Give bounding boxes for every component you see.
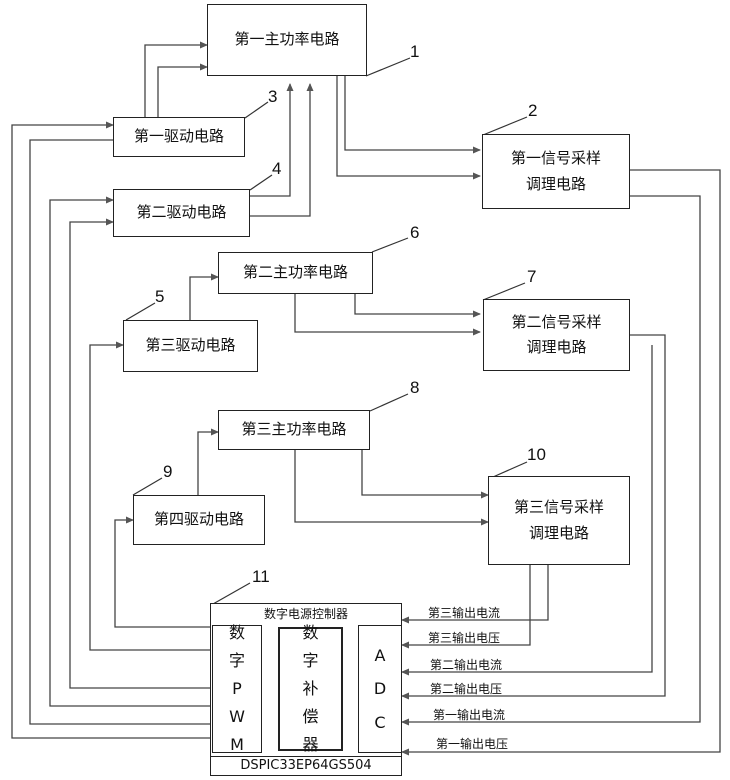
ref-number-7: 7	[527, 267, 537, 286]
sample1-line2: 调理电路	[525, 174, 586, 193]
sample1-line1: 第一信号采样	[510, 149, 601, 167]
wire-pwm-drive1	[11, 121, 210, 739]
controller-title: 数字电源控制器	[263, 607, 348, 621]
ref-number-8: 8	[410, 378, 420, 397]
ref-number-1: 1	[410, 42, 420, 61]
third-main-power-circuit: 第三主功率电路	[218, 410, 370, 450]
drive4-label: 第四驱动电路	[153, 510, 244, 529]
leader-9	[132, 477, 163, 496]
signal-label-v1: 第一输出电压	[436, 737, 509, 751]
wire-pwm-drive1b	[29, 139, 210, 725]
wire-pwm-drive4	[114, 516, 210, 628]
chip-model-label: DSPIC33EP64GS504	[210, 756, 402, 776]
leader-2	[482, 116, 528, 136]
comp-char: 偿	[302, 707, 319, 726]
signal-label-i2: 第二输出电流	[430, 658, 503, 672]
sample2-line1: 第二信号采样	[511, 312, 602, 331]
wire-main2-sample2-b	[294, 294, 481, 336]
wire-i1	[401, 195, 701, 726]
adc-char: C	[374, 712, 386, 732]
second-drive-circuit: 第二驱动电路	[113, 189, 250, 237]
signal-label-i3: 第三输出电流	[428, 606, 501, 620]
wire-main2-sample2-a	[354, 294, 481, 318]
drive1-label: 第一驱动电路	[133, 127, 224, 146]
ref-number-11: 11	[252, 567, 270, 586]
leader-3	[244, 101, 269, 119]
adc-block: A D C	[358, 625, 402, 753]
wire-drive1-main1-b	[157, 63, 208, 118]
adc-char: A	[374, 645, 386, 665]
first-drive-circuit: 第一驱动电路	[113, 117, 245, 157]
ref-number-2: 2	[528, 101, 538, 120]
third-signal-sampling-circuit: 第三信号采样 调理电路	[488, 476, 630, 565]
wire-drive2-main1-a	[250, 83, 294, 197]
third-drive-circuit: 第三驱动电路	[123, 320, 258, 372]
pwm-char: 字	[228, 651, 245, 670]
adc-char: D	[373, 679, 387, 699]
leader-5	[125, 302, 156, 321]
comp-char: 补	[302, 679, 319, 698]
ref-number-5: 5	[155, 287, 165, 306]
wire-main1-sample1-a	[344, 76, 481, 154]
wire-drive1-main1-a	[144, 41, 208, 118]
ref-number-3: 3	[268, 87, 278, 106]
signal-label-v3: 第三输出电压	[428, 631, 501, 645]
comp-char: 数	[302, 623, 319, 642]
drive3-label: 第三驱动电路	[145, 336, 236, 355]
wire-drive3-main2	[189, 273, 219, 320]
first-signal-sampling-circuit: 第一信号采样 调理电路	[482, 134, 630, 209]
sample2-line2: 调理电路	[526, 338, 587, 356]
leader-6	[371, 237, 409, 253]
wire-i3	[401, 565, 549, 624]
ref-number-6: 6	[410, 223, 420, 242]
main2-label: 第二主功率电路	[242, 263, 348, 282]
ref-number-9: 9	[163, 462, 173, 481]
leader-11	[212, 582, 251, 605]
leader-10	[492, 461, 528, 478]
wire-i2	[401, 345, 653, 676]
sample3-line2: 调理电路	[528, 523, 589, 542]
comp-char: 器	[302, 735, 319, 754]
pwm-char: W	[229, 707, 245, 726]
sample3-line1: 第三信号采样	[513, 498, 604, 516]
leader-7	[482, 282, 526, 301]
ref-number-4: 4	[272, 159, 282, 178]
digital-pwm-block: 数 字 P W M	[212, 623, 262, 754]
comp-char: 字	[302, 651, 319, 670]
second-signal-sampling-circuit: 第二信号采样 调理电路	[483, 299, 630, 371]
wire-v2	[401, 334, 666, 700]
wire-pwm-drive2b	[69, 218, 210, 689]
fourth-drive-circuit: 第四驱动电路	[133, 495, 265, 545]
wire-pwm-drive3	[89, 341, 210, 651]
leader-1	[365, 57, 411, 77]
pwm-char: 数	[228, 623, 245, 642]
wire-main3-sample3-a	[361, 450, 489, 499]
main1-label: 第一主功率电路	[234, 30, 340, 49]
wire-main1-sample1-b	[336, 76, 481, 180]
leader-4	[249, 174, 273, 191]
leader-8	[369, 393, 409, 412]
wire-main3-sample3-b	[294, 450, 489, 526]
pwm-char: M	[230, 735, 244, 754]
first-main-power-circuit: 第一主功率电路	[207, 4, 367, 76]
second-main-power-circuit: 第二主功率电路	[218, 252, 373, 294]
wire-v1	[401, 169, 721, 756]
wire-pwm-drive2	[49, 196, 210, 707]
main3-label: 第三主功率电路	[241, 420, 347, 439]
drive2-label: 第二驱动电路	[136, 203, 227, 222]
signal-label-v2: 第二输出电压	[430, 682, 503, 696]
wire-drive2-main1-b	[250, 83, 314, 217]
pwm-char: P	[232, 679, 242, 698]
wire-v3	[401, 565, 531, 649]
digital-compensator-block: 数 字 补 偿 器	[278, 623, 343, 754]
wire-drive4-main3	[197, 428, 219, 495]
signal-label-i1: 第一输出电流	[433, 708, 506, 722]
ref-number-10: 10	[527, 445, 546, 464]
